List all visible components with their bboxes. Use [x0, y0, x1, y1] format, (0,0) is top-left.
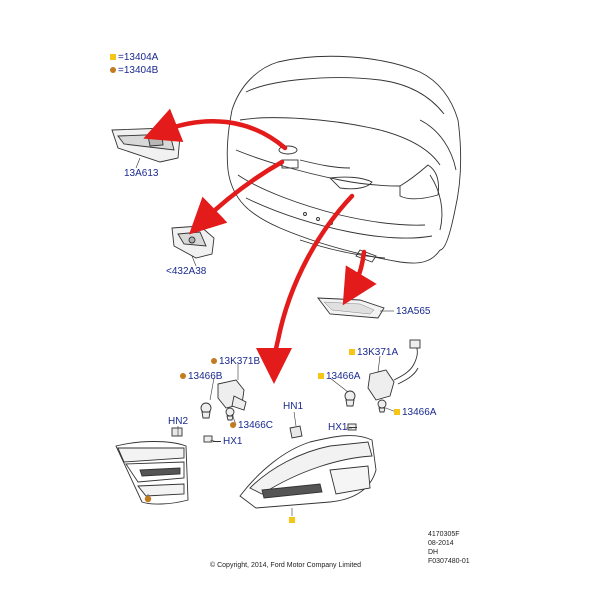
high-mount-stop-lamp: [111, 127, 181, 163]
callout-label: 13K371A: [357, 347, 399, 358]
dot-marker-icon: [180, 373, 186, 380]
callout-13466c: 13466C: [230, 420, 273, 431]
dot-marker-icon: [211, 358, 217, 365]
reference-line: 08-2014: [428, 540, 454, 547]
leader-line-icon: [213, 440, 221, 442]
reference-line: DH: [428, 549, 439, 556]
square-marker-icon: [349, 349, 355, 356]
arrow-to-13a565-icon: [342, 249, 377, 306]
location-arrows: [143, 108, 377, 384]
left-inner-tail-lamp: [115, 427, 189, 505]
copyright-notice: © Copyright, 2014, Ford Motor Company Li…: [210, 562, 362, 569]
callout-13466a-right: 13466A: [394, 407, 436, 418]
reference-block: 4170305F 08-2014 DH F0307480-01: [428, 530, 470, 566]
callout-label: 13466B: [188, 371, 223, 382]
callout-13a613: 13A613: [124, 168, 159, 179]
square-marker-icon: [318, 373, 324, 380]
arrow-to-13a613-icon: [143, 108, 288, 151]
callout-label: 13466C: [238, 420, 274, 431]
car-rear-body: [226, 55, 462, 264]
callout-hx1-left: HX1: [213, 436, 242, 447]
callout-13k371a: 13K371A: [349, 347, 398, 358]
reference-line: 4170305F: [428, 531, 460, 538]
left-bulb-holder: [200, 379, 247, 443]
callout-432a38: <432A38: [166, 266, 207, 277]
callout-13466b: 13466B: [180, 371, 222, 382]
legend-item-square: =13404A: [110, 52, 158, 64]
arrow-to-tail-lamp-icon: [256, 193, 355, 384]
callout-hx1-right: HX1: [328, 422, 358, 433]
callout-13466a-top: 13466A: [318, 371, 360, 382]
legend-item-dot: =13404B: [110, 65, 158, 77]
reference-line: F0307480-01: [428, 558, 470, 565]
square-marker-icon: [110, 54, 116, 61]
dot-marker-icon: [110, 67, 116, 74]
right-outer-tail-lamp: [239, 425, 377, 509]
callout-13a565: 13A565: [396, 306, 431, 317]
arrow-to-432a38-icon: [188, 159, 285, 235]
callout-hn2: HN2: [168, 416, 189, 427]
dot-marker-icon: [144, 495, 152, 503]
callout-13k371b: 13K371B: [211, 356, 260, 367]
leader-line-icon: [349, 426, 358, 428]
licence-plate-lamp: [171, 225, 215, 259]
square-marker-icon: [289, 517, 295, 523]
legend-label: =13404B: [118, 65, 159, 76]
legend-label: =13404A: [118, 52, 159, 63]
callout-label: 13466A: [326, 371, 361, 382]
callout-label: 13466A: [402, 407, 437, 418]
callout-label: 13K371B: [219, 356, 261, 367]
callout-label: HX1: [223, 436, 243, 447]
dot-marker-icon: [230, 422, 236, 429]
callout-label: HX1: [328, 422, 348, 433]
square-marker-icon: [394, 409, 400, 416]
rear-reflector: [317, 297, 385, 319]
callout-hn1: HN1: [283, 401, 304, 412]
